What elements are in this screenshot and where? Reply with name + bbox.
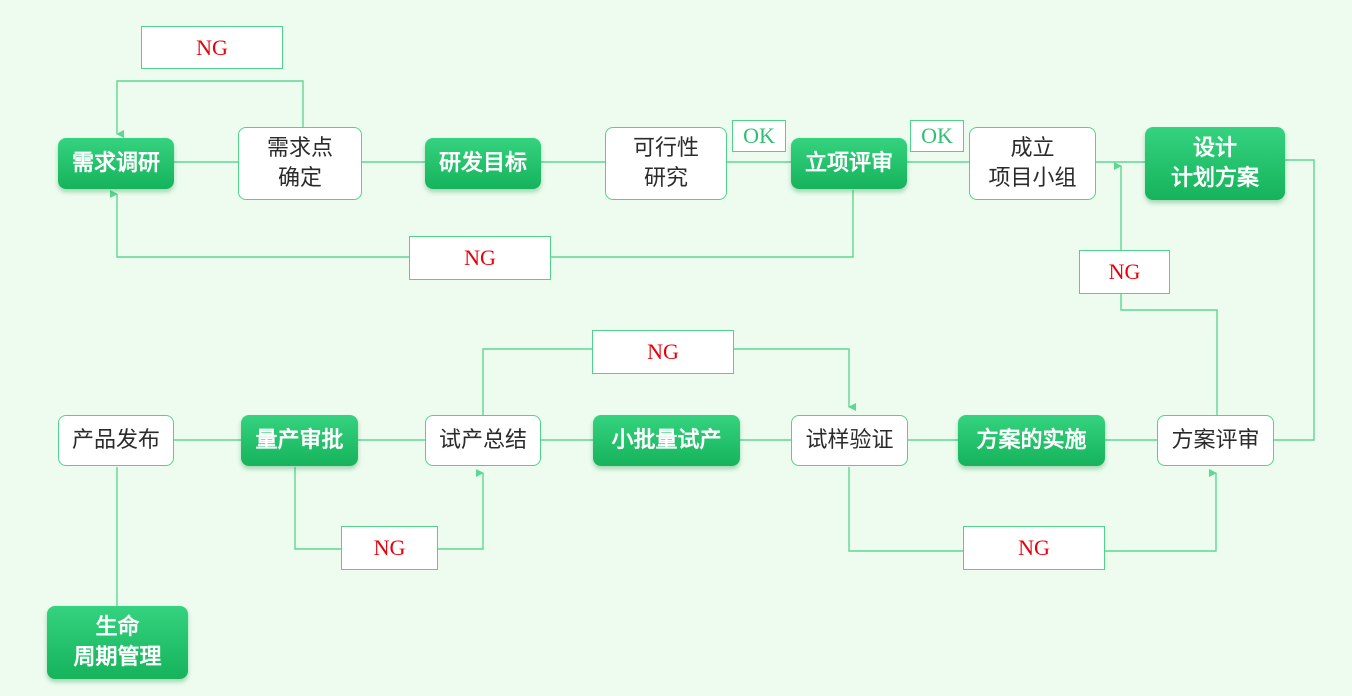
node-feasibility-study: 可行性 研究 <box>605 127 727 200</box>
ng-tag-sample-loop: NG <box>963 526 1105 570</box>
ok-tag-review: OK <box>910 120 964 152</box>
node-plan-implementation: 方案的实施 <box>958 415 1105 466</box>
node-small-batch-trial: 小批量试产 <box>593 415 740 466</box>
node-project-review: 立项评审 <box>791 138 907 189</box>
node-requirement-research: 需求调研 <box>58 138 174 189</box>
node-product-release: 产品发布 <box>58 415 174 466</box>
node-requirement-confirm: 需求点 确定 <box>238 127 362 200</box>
node-design-plan: 设计 计划方案 <box>1145 127 1285 200</box>
ng-tag-review-return: NG <box>409 236 551 280</box>
ng-tag-top: NG <box>141 26 283 69</box>
node-lifecycle-management: 生命 周期管理 <box>47 606 188 679</box>
node-plan-review: 方案评审 <box>1157 415 1274 466</box>
node-form-project-team: 成立 项目小组 <box>969 127 1096 200</box>
node-mass-production-approval: 量产审批 <box>241 415 358 466</box>
ng-tag-plan-review: NG <box>1079 250 1170 294</box>
node-rd-goal: 研发目标 <box>425 138 541 189</box>
node-trial-summary: 试产总结 <box>425 415 541 466</box>
ng-tag-summary-loop: NG <box>592 330 734 374</box>
node-sample-verification: 试样验证 <box>791 415 908 466</box>
ok-tag-feasibility: OK <box>732 120 786 152</box>
ng-tag-approval-loop: NG <box>341 526 438 570</box>
